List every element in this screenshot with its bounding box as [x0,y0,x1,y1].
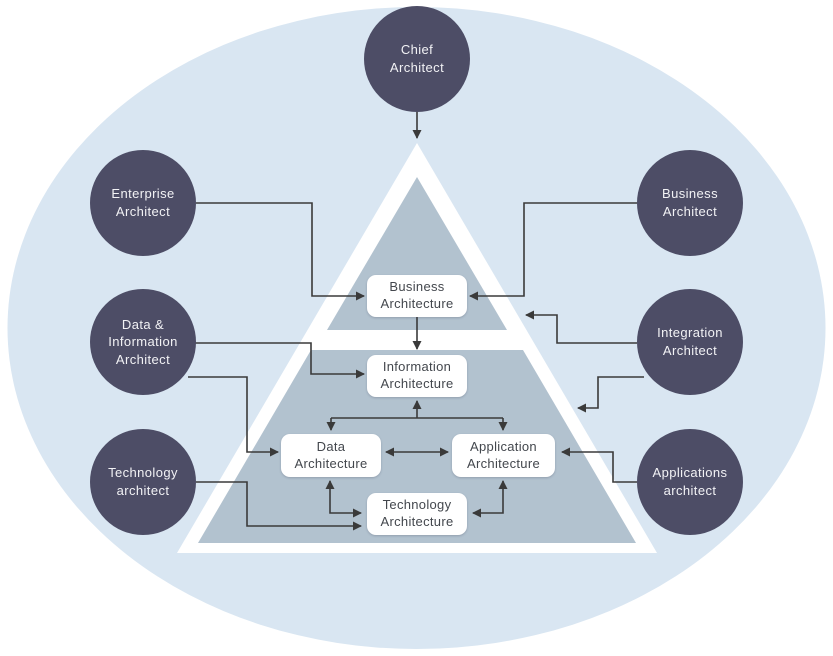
layer-node-business-architecture: Business Architecture [367,275,467,317]
pyramid-bottom-tier [198,350,636,543]
layer-node-technology-architecture: Technology Architecture [367,493,467,535]
connectors [188,111,644,531]
role-label-technology-architect: Technology architect [108,465,178,498]
arrow-business-architect-to-business-architecture [469,202,637,301]
role-node-technology-architect: Technology architect [90,429,196,535]
layer-label-information-architecture: Information Architecture [380,359,454,391]
role-node-data-information-architect: Data & Information Architect [90,289,196,395]
role-node-enterprise-architect: Enterprise Architect [90,150,196,256]
layer-node-application-architecture: Application Architecture [452,434,555,477]
layer-node-data-architecture: Data Architecture [281,434,381,477]
arrow-technology-architect-to-technology-architecture [196,481,362,531]
layer-node-information-architecture: Information Architecture [367,355,467,397]
layer-label-data-architecture: Data Architecture [294,438,368,471]
arrow-enterprise-to-business-architecture [196,202,365,301]
layer-label-technology-architecture: Technology Architecture [380,497,454,529]
role-node-business-architect: Business Architect [637,150,743,256]
role-node-applications-architect: Applications architect [637,429,743,535]
role-label-applications-architect: Applications architect [652,465,728,498]
role-label-integration-architect: Integration Architect [657,325,723,358]
role-node-chief-architect: Chief Architect [364,6,470,112]
arrow-datainfo-to-information-architecture [195,342,365,379]
role-node-integration-architect: Integration Architect [637,289,743,395]
arrow-application-technology [472,480,508,518]
layer-label-business-architecture: Business Architecture [380,279,454,311]
role-label-data-information-architect: Data & Information Architect [108,316,178,367]
role-label-business-architect: Business Architect [662,186,718,219]
layer-label-application-architecture: Application Architecture [467,438,540,471]
arrow-applications-to-application-architecture [561,447,637,483]
role-label-enterprise-architect: Enterprise Architect [111,186,175,219]
arrow-integration-upper [525,310,637,344]
arrow-data-technology [325,480,362,518]
arrow-integration-lower [577,376,644,413]
role-label-chief-architect: Chief Architect [389,42,445,75]
arrow-datainfo-to-data-architecture [188,376,279,457]
